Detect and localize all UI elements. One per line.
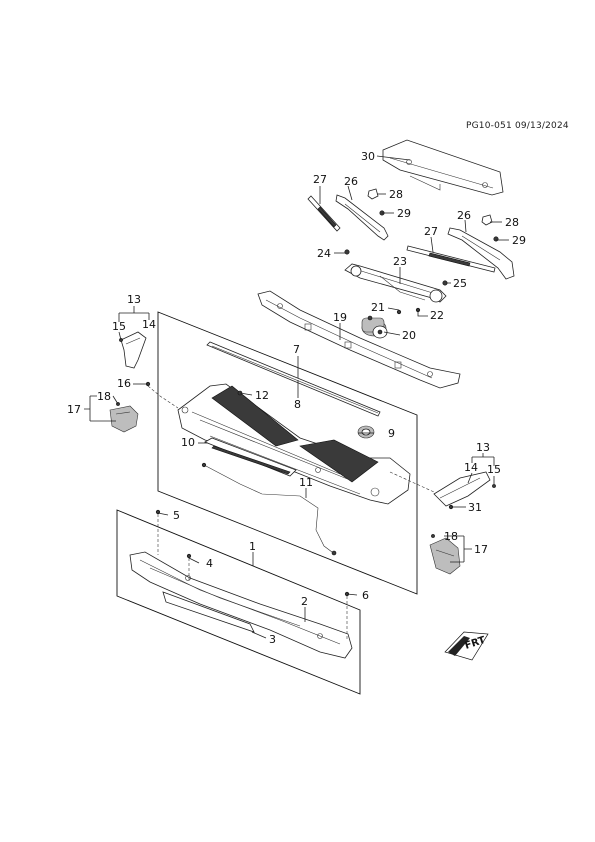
callout-29-right: 29 bbox=[512, 234, 526, 247]
callout-17-left: 17 bbox=[67, 403, 81, 416]
lower-cowl-seal-part bbox=[162, 591, 255, 633]
callout-31: 31 bbox=[468, 501, 482, 514]
left-arm-nut-part bbox=[367, 188, 385, 216]
callout-29-left: 29 bbox=[397, 207, 411, 220]
right-side-bracket-part bbox=[433, 471, 496, 507]
callout-15-right: 15 bbox=[487, 463, 501, 476]
callout-5: 5 bbox=[173, 509, 180, 522]
cowl-upper-bracket-part bbox=[257, 290, 461, 389]
callout-9: 9 bbox=[388, 427, 395, 440]
callout-23: 23 bbox=[393, 255, 407, 268]
left-side-bracket-part bbox=[119, 331, 147, 369]
leader-lines bbox=[84, 155, 509, 639]
callout-21: 21 bbox=[371, 301, 385, 314]
callout-6: 6 bbox=[362, 589, 369, 602]
lower-cowl-part bbox=[129, 551, 353, 659]
callout-17-right: 17 bbox=[474, 543, 488, 556]
callout-13-right: 13 bbox=[476, 441, 490, 454]
callout-11: 11 bbox=[299, 476, 313, 489]
callout-14-left: 14 bbox=[142, 318, 156, 331]
callout-24: 24 bbox=[317, 247, 331, 260]
left-mount-bracket-part bbox=[109, 402, 139, 433]
motor-screw-part bbox=[396, 309, 402, 315]
right-wiper-blade-part bbox=[406, 245, 496, 273]
callout-28-right: 28 bbox=[505, 216, 519, 229]
callout-22: 22 bbox=[430, 309, 444, 322]
callout-27-right: 27 bbox=[424, 225, 438, 238]
callout-1: 1 bbox=[249, 540, 256, 553]
callout-15-left: 15 bbox=[112, 320, 126, 333]
callout-16: 16 bbox=[117, 377, 131, 390]
right-mount-bracket-part bbox=[429, 534, 461, 575]
left-wiper-blade-part bbox=[307, 195, 341, 232]
callout-2: 2 bbox=[301, 595, 308, 608]
callout-26-right: 26 bbox=[457, 209, 471, 222]
callout-28-left: 28 bbox=[389, 188, 403, 201]
callout-3: 3 bbox=[269, 633, 276, 646]
right-arm-nut-part bbox=[481, 214, 499, 242]
callout-10: 10 bbox=[181, 436, 195, 449]
hood-seal-part bbox=[382, 139, 504, 196]
callout-13-left: 13 bbox=[127, 293, 141, 306]
wiper-motor-part bbox=[361, 315, 388, 339]
left-wiper-arm-part bbox=[335, 194, 389, 241]
callout-26-left: 26 bbox=[344, 175, 358, 188]
cowl-strip-part bbox=[206, 341, 381, 417]
callout-27-left: 27 bbox=[313, 173, 327, 186]
washer-hose-part bbox=[201, 462, 337, 556]
callout-20: 20 bbox=[402, 329, 416, 342]
lower-screw-part bbox=[186, 553, 192, 559]
callout-25: 25 bbox=[453, 277, 467, 290]
callout-8: 8 bbox=[294, 398, 301, 411]
grommet-part bbox=[357, 425, 375, 439]
document-id: PG10-051 09/13/2024 bbox=[466, 121, 569, 131]
callout-18-right: 18 bbox=[444, 530, 458, 543]
callout-14-right: 14 bbox=[464, 461, 478, 474]
callout-30: 30 bbox=[361, 150, 375, 163]
callout-18-left: 18 bbox=[97, 390, 111, 403]
cowl-vent-grille-part bbox=[177, 383, 411, 505]
right-wiper-arm-part bbox=[447, 227, 515, 280]
callout-4: 4 bbox=[206, 557, 213, 570]
vent-seal-part bbox=[204, 437, 297, 477]
callout-7: 7 bbox=[293, 343, 300, 356]
callout-labels: 30 27 26 28 29 26 28 27 29 24 23 25 21 2… bbox=[67, 150, 526, 646]
callout-12: 12 bbox=[255, 389, 269, 402]
wiper-linkage-part bbox=[344, 249, 448, 303]
callout-19: 19 bbox=[333, 311, 347, 324]
front-direction-icon: FRT bbox=[444, 631, 489, 661]
